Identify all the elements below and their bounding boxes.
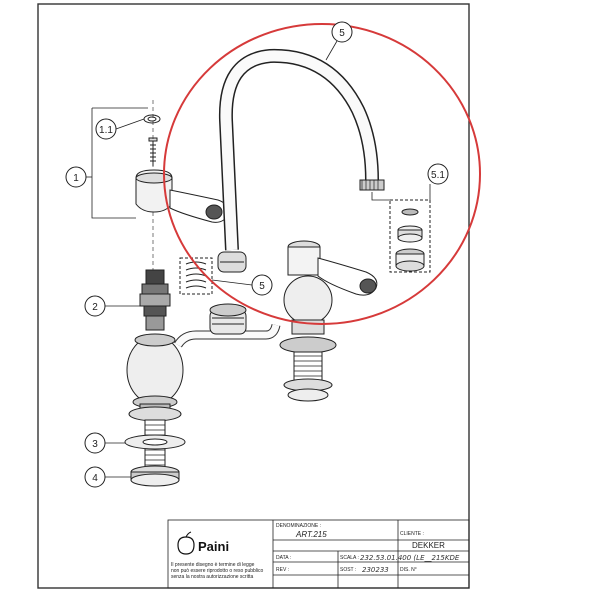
callout-5-top: 5 <box>325 21 353 61</box>
aerator-parts-5-1 <box>389 199 431 273</box>
callout-label-4: 4 <box>92 473 98 484</box>
callout-label-1: 1 <box>73 173 79 184</box>
brand-logo: Paini <box>177 531 229 555</box>
callout-1-1: 1.1 <box>95 118 145 140</box>
cliente-label: CLIENTE : <box>400 531 424 537</box>
legal-note-line-1: Il presente disegno è termine di legge <box>171 562 255 568</box>
legal-note-line-2: non può essere riprodotto o reso pubblic… <box>171 568 264 574</box>
bridge-pipe <box>174 303 281 348</box>
sheet-border <box>37 3 470 589</box>
scala-label: SCALA : <box>340 555 359 561</box>
brand-name: Paini <box>198 539 229 554</box>
highlight-circle <box>163 23 481 325</box>
rev-label: REV : <box>276 567 289 573</box>
callout-5-1: 5.1 <box>371 163 449 201</box>
nut-part-4 <box>130 465 180 487</box>
callout-2: 2 <box>84 295 140 317</box>
data-label: DATA : <box>276 555 291 561</box>
callout-4: 4 <box>84 466 131 488</box>
callout-label-3: 3 <box>92 439 98 450</box>
right-valve-assembly <box>279 240 378 402</box>
handle-right <box>287 240 378 296</box>
cartridge-part-2 <box>139 269 171 331</box>
denominazione-label: DENOMINAZIONE : <box>276 523 321 529</box>
callout-label-2: 2 <box>92 302 98 313</box>
callout-label-5-top: 5 <box>339 28 345 39</box>
callout-label-1-1: 1.1 <box>99 125 113 136</box>
legal-note-line-3: senza la nostra autorizzazione scritta <box>171 574 253 580</box>
title-block <box>167 519 470 589</box>
scala-value: 232.53.01.400 (LE__215KDE <box>360 554 460 562</box>
denominazione-value: ART.215 <box>295 530 327 539</box>
valve-body <box>126 333 184 422</box>
sost-value: 230233 <box>362 566 389 574</box>
callout-label-5-1: 5.1 <box>431 170 445 181</box>
callout-3: 3 <box>84 432 125 454</box>
left-valve-assembly <box>124 100 281 487</box>
apple-logo-icon <box>177 531 195 555</box>
callout-1: 1 <box>65 107 148 219</box>
spring-part-5 <box>179 257 213 295</box>
spout-part-5 <box>217 48 385 273</box>
valve-body-right <box>279 275 337 402</box>
callout-5-mid: 5 <box>211 274 273 296</box>
cliente-value: DEKKER <box>412 541 445 550</box>
handle-part-1 <box>135 169 229 223</box>
callout-label-5-mid: 5 <box>259 281 265 292</box>
sost-label: SOST : <box>340 567 356 573</box>
dis-label: DIS. N° <box>400 567 417 573</box>
